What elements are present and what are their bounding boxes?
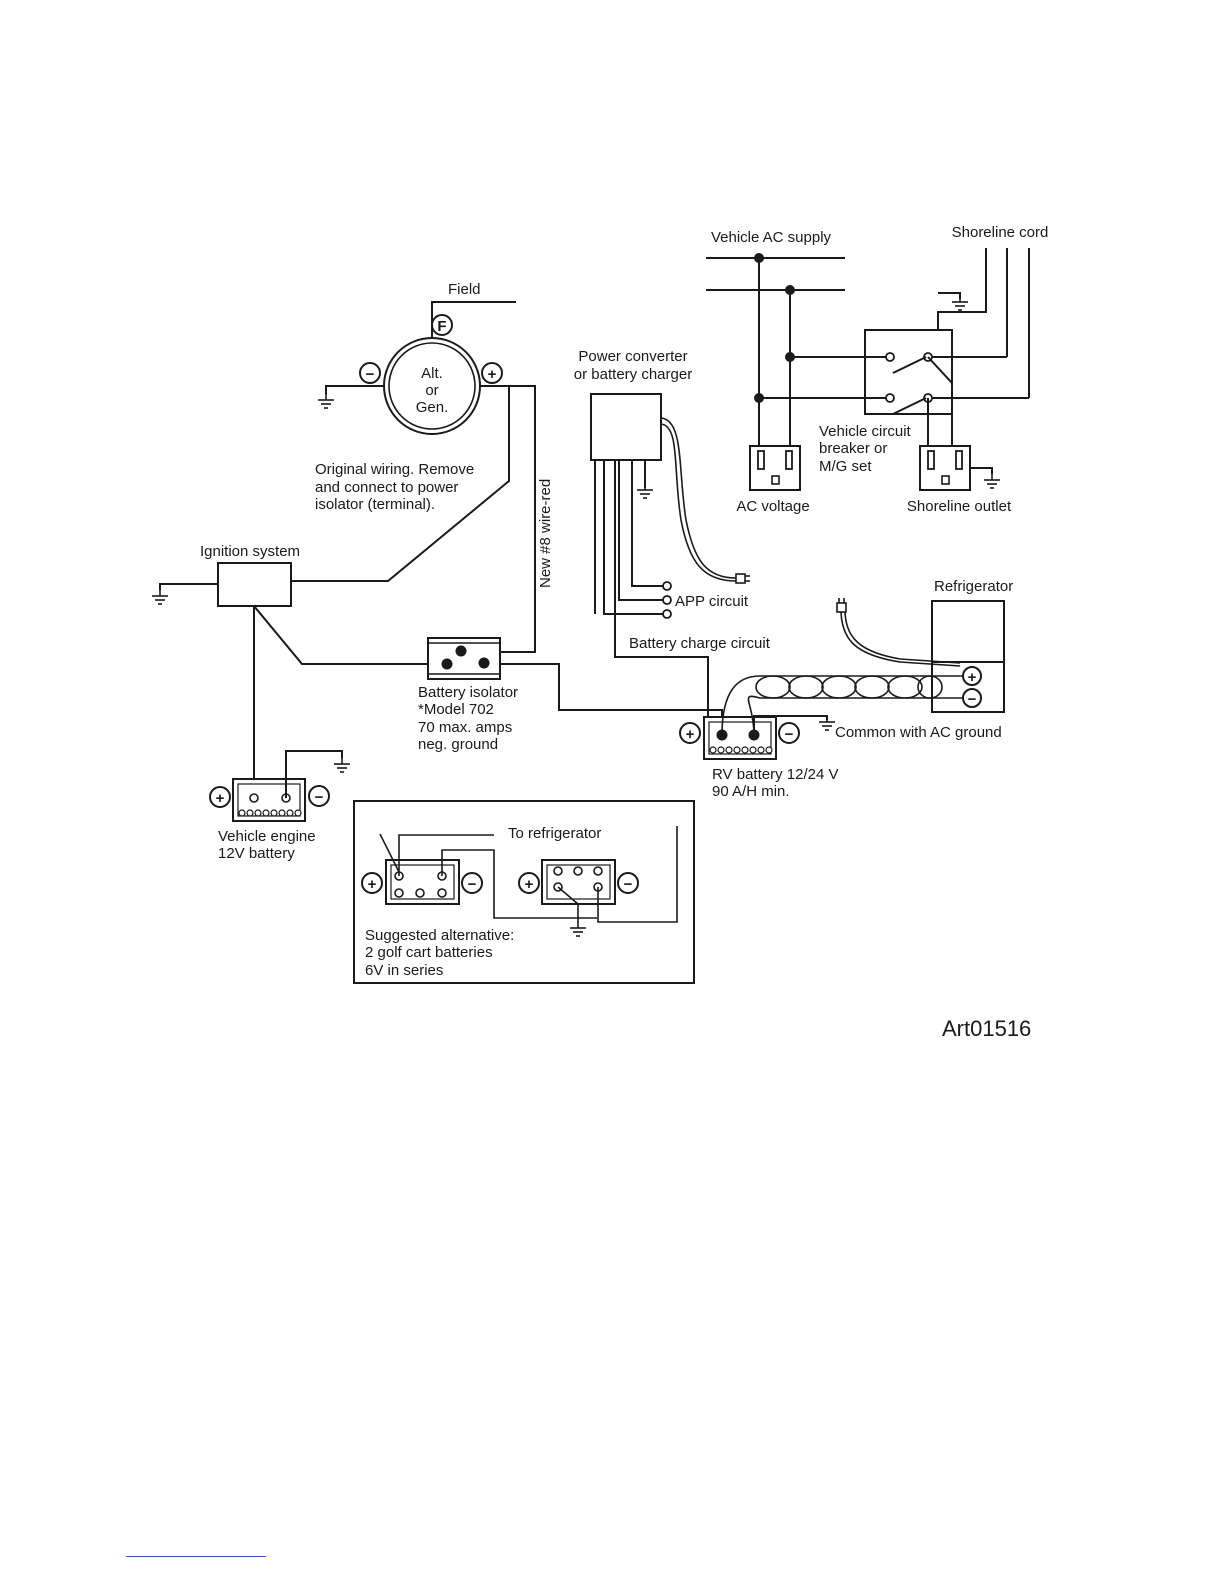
- isolator-label-4: neg. ground: [418, 736, 498, 753]
- converter-ground-icon: [636, 483, 654, 499]
- converter-label-2: or battery charger: [574, 366, 692, 383]
- breaker-label-1: Vehicle circuit: [819, 423, 912, 440]
- ignition-system: Ignition system: [151, 543, 428, 798]
- rv-battery-minus-icon: [778, 722, 800, 744]
- rv-battery-ground-icon: [818, 715, 836, 731]
- twisted-pair-cable: [721, 675, 963, 736]
- ignition-label: Ignition system: [200, 543, 300, 560]
- isolator-label-2: *Model 702: [418, 701, 494, 718]
- shoreline-outlet-label: Shoreline outlet: [907, 498, 1012, 515]
- svg-text:−: −: [366, 366, 375, 383]
- field-label: Field: [448, 281, 481, 298]
- rv-battery-plus-icon: [679, 722, 701, 744]
- svg-text:+: +: [368, 876, 377, 893]
- svg-text:+: +: [525, 876, 534, 893]
- svg-text:−: −: [468, 876, 477, 893]
- suggested-alternative-box: To refrigerator + − + − Suggested altern…: [353, 800, 695, 984]
- svg-text:+: +: [968, 669, 977, 686]
- alt-label-3: Gen.: [416, 399, 449, 416]
- alternator: Alt. or Gen. F Field − +: [291, 281, 536, 653]
- breaker-ground-icon: [951, 295, 969, 311]
- engine-battery-ground-icon: [333, 757, 351, 773]
- battery-isolator: Battery isolator *Model 702 70 max. amps…: [418, 637, 723, 753]
- alt-plus-icon: [481, 362, 503, 384]
- ac-supply-label: Vehicle AC supply: [711, 229, 832, 246]
- fridge-ac-plug-icon: [836, 602, 847, 613]
- alternative-label-2: 2 golf cart batteries: [365, 944, 493, 961]
- refrigerator-label: Refrigerator: [934, 578, 1013, 595]
- app-circuit-label: APP circuit: [675, 593, 749, 610]
- vehicle-engine-battery: + − Vehicle engine 12V battery: [209, 750, 351, 862]
- original-wiring-note-2: and connect to power: [315, 479, 458, 496]
- engine-battery-label-1: Vehicle engine: [218, 828, 316, 845]
- ground-symbol-icon: [317, 393, 335, 409]
- shoreline-cord-label: Shoreline cord: [952, 224, 1049, 241]
- svg-text:−: −: [624, 876, 633, 893]
- art-number: Art01516: [942, 1016, 1031, 1041]
- alt-label-1: Alt.: [421, 365, 443, 382]
- power-converter: Power converter or battery charger APP c…: [574, 348, 771, 735]
- isolator-label-3: 70 max. amps: [418, 719, 512, 736]
- alt-battery-ground-icon: [569, 921, 587, 937]
- fridge-plus-icon: [962, 666, 982, 686]
- breaker-label-3: M/G set: [819, 458, 872, 475]
- svg-text:+: +: [488, 366, 497, 383]
- alternative-label-1: Suggested alternative:: [365, 927, 514, 944]
- isolator-label-1: Battery isolator: [418, 684, 518, 701]
- converter-ac-plug-icon: [735, 573, 746, 584]
- refrigerator: Refrigerator + −: [836, 578, 1013, 713]
- switch-contact-icon: [885, 352, 895, 362]
- to-refrigerator-label: To refrigerator: [508, 825, 601, 842]
- svg-text:−: −: [315, 789, 324, 806]
- svg-text:−: −: [785, 726, 794, 743]
- engine-battery-minus-icon: [308, 785, 330, 807]
- common-ground-label: Common with AC ground: [835, 724, 1002, 741]
- rv-battery-label-1: RV battery 12/24 V: [712, 766, 838, 783]
- alt-label-2: or: [425, 382, 438, 399]
- breaker-label-2: breaker or: [819, 440, 887, 457]
- alt-battery2-plus-icon: [518, 872, 540, 894]
- outlet-ground-icon: [983, 473, 1001, 489]
- circuit-breaker-box: [864, 329, 953, 415]
- engine-battery-label-2: 12V battery: [218, 845, 295, 862]
- alternative-label-3: 6V in series: [365, 962, 443, 979]
- ac-supply-section: Vehicle AC supply Shoreline cord Vehicle…: [706, 224, 1048, 515]
- footer-rule: [126, 1556, 266, 1557]
- alt-minus-icon: [359, 362, 381, 384]
- field-terminal-letter: F: [437, 318, 446, 335]
- rv-battery-label-2: 90 A/H min.: [712, 783, 790, 800]
- new-wire-label: New #8 wire-red: [537, 479, 554, 588]
- alt-battery1-plus-icon: [361, 872, 383, 894]
- original-wiring-note-3: isolator (terminal).: [315, 496, 435, 513]
- alt-battery2-minus-icon: [617, 872, 639, 894]
- engine-battery-plus-icon: [209, 786, 231, 808]
- fridge-minus-icon: [962, 688, 982, 708]
- svg-text:−: −: [968, 691, 977, 708]
- battery-charge-circuit-label: Battery charge circuit: [629, 635, 771, 652]
- svg-text:+: +: [216, 790, 225, 807]
- svg-text:+: +: [686, 726, 695, 743]
- original-wiring-note-1: Original wiring. Remove: [315, 461, 474, 478]
- alt-battery1-minus-icon: [461, 872, 483, 894]
- ac-voltage-label: AC voltage: [736, 498, 809, 515]
- ignition-ground-icon: [151, 589, 169, 605]
- rv-battery: + − Common with AC ground RV battery 12/…: [679, 715, 1002, 800]
- converter-label-1: Power converter: [578, 348, 687, 365]
